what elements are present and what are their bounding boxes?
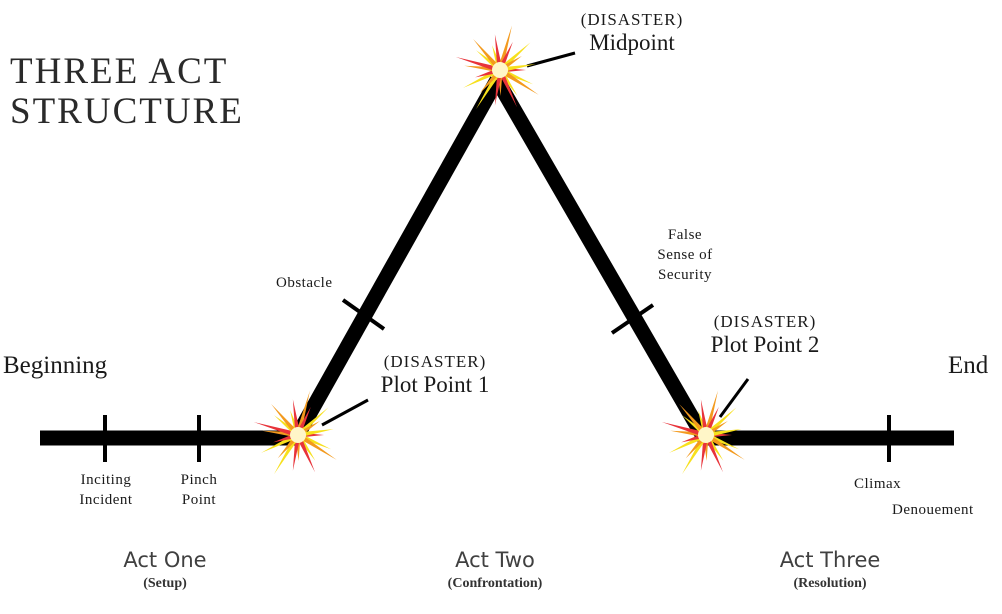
act-two-name: Act Two xyxy=(455,548,535,572)
inciting-incident-line-1: Inciting xyxy=(80,472,132,488)
plot-point-1-label: (DISASTER) Plot Point 1 xyxy=(370,352,500,398)
explosion-burst-icon xyxy=(455,25,539,110)
pinch-point-label: Pinch Point xyxy=(168,470,230,510)
inciting-incident-label: Inciting Incident xyxy=(66,470,146,510)
act-three-sub: (Resolution) xyxy=(793,576,867,591)
explosion-burst-icon xyxy=(661,390,745,475)
plot-point-1-name: Plot Point 1 xyxy=(380,372,490,397)
midpoint-label: (DISASTER) Midpoint xyxy=(572,10,692,56)
act-three-label: Act Three (Resolution) xyxy=(755,548,905,592)
title-line-1: THREE ACT xyxy=(10,51,229,92)
climax-label: Climax xyxy=(854,476,902,492)
rising-line xyxy=(289,76,504,442)
pinch-point-line-1: Pinch xyxy=(180,472,218,488)
beginning-label: Beginning xyxy=(3,352,108,379)
pinch-point-line-2: Point xyxy=(181,492,217,508)
end-label: End xyxy=(948,352,989,379)
title-line-2: STRUCTURE xyxy=(10,91,244,132)
plot-point-2-label: (DISASTER) Plot Point 2 xyxy=(700,312,830,358)
explosion-burst-icon xyxy=(253,390,337,475)
plot-point-2-name: Plot Point 2 xyxy=(710,332,820,357)
obstacle-label: Obstacle xyxy=(276,275,333,291)
false-security-tick xyxy=(610,303,655,335)
falling-line xyxy=(490,76,711,442)
act-one-name: Act One xyxy=(123,548,207,572)
act-three-name: Act Three xyxy=(779,548,881,572)
obstacle-tick xyxy=(341,298,386,331)
plot-point-2-tag: (DISASTER) xyxy=(713,312,817,331)
false-security-line-1: False xyxy=(667,227,703,243)
midpoint-tag: (DISASTER) xyxy=(580,10,684,29)
midpoint-name: Midpoint xyxy=(589,30,675,55)
plot-point-1-tag: (DISASTER) xyxy=(383,352,487,371)
diagram-title: THREE ACT STRUCTURE xyxy=(10,52,244,132)
plot-point-2-leader xyxy=(718,378,750,418)
act-one-label: Act One (Setup) xyxy=(95,548,235,592)
denouement-label: Denouement xyxy=(892,502,974,518)
false-security-label: False Sense of Security xyxy=(640,225,730,285)
plot-point-1-leader xyxy=(321,398,369,427)
act-two-sub: (Confrontation) xyxy=(447,576,543,591)
false-security-line-2: Sense of xyxy=(657,247,713,263)
midpoint-leader xyxy=(526,51,576,68)
act-two-label: Act Two (Confrontation) xyxy=(415,548,575,592)
act-one-sub: (Setup) xyxy=(143,576,187,591)
false-security-line-3: Security xyxy=(658,267,712,283)
inciting-incident-line-2: Incident xyxy=(79,492,133,508)
